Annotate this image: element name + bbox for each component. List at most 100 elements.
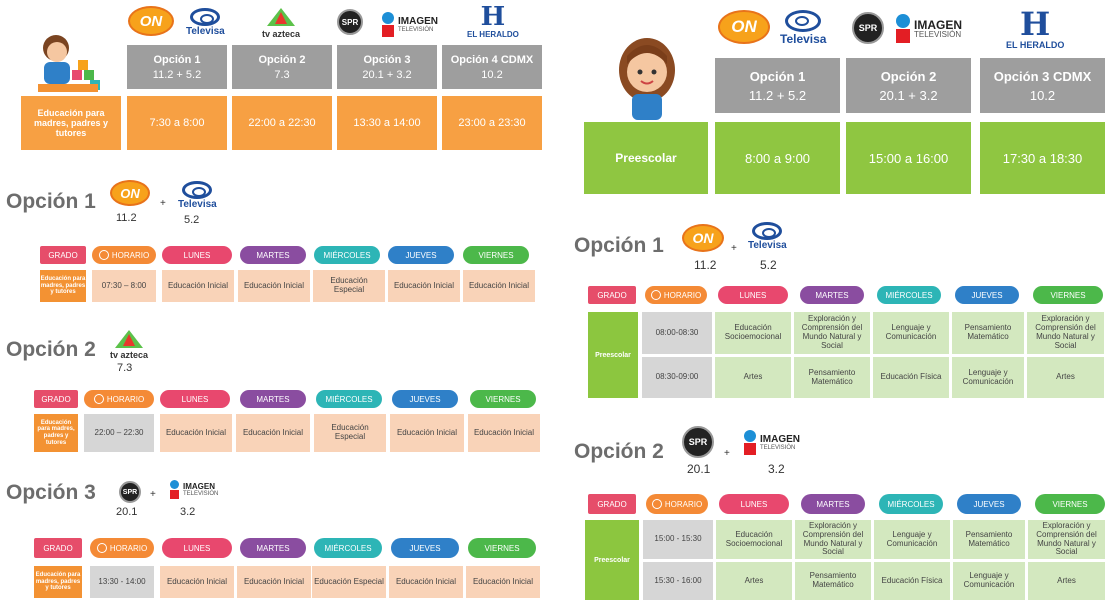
- plus-sign: +: [731, 243, 737, 254]
- schedule-cell: Educación Socioemocional: [715, 312, 791, 354]
- martes-header: MARTES: [800, 286, 864, 304]
- martes-header: MARTES: [240, 538, 306, 558]
- channel-number: 5.2: [184, 214, 200, 226]
- horario-cell: 15:00 - 15:30: [643, 520, 713, 559]
- top-option-1-time: 7:30 a 8:00: [127, 96, 227, 150]
- spr-logo: SPR: [682, 426, 714, 458]
- once-ninos-logo: ON: [718, 10, 770, 44]
- spr-logo: SPR: [852, 12, 884, 44]
- schedule-cell: Educación Especial: [313, 270, 385, 302]
- lunes-header: LUNES: [162, 246, 232, 264]
- miercoles-header: MIÉRCOLES: [316, 390, 382, 408]
- miercoles-header: MIÉRCOLES: [877, 286, 941, 304]
- channel-number: 3.2: [768, 462, 785, 476]
- channel-number: 3.2: [180, 506, 196, 518]
- schedule-cell: Educación Inicial: [160, 414, 232, 452]
- channel-number: 7.3: [117, 362, 133, 374]
- schedule-cell: Educación Especial: [312, 566, 386, 598]
- schedule-cell: Pensamiento Matemático: [795, 562, 871, 600]
- miercoles-header: MIÉRCOLES: [314, 538, 382, 558]
- azteca-icon: [115, 330, 144, 348]
- televisa-logo: Televisa: [178, 181, 217, 210]
- grado-header: GRADO: [40, 246, 86, 264]
- televisa-icon: [785, 10, 822, 32]
- schedule-cell: Educación Inicial: [468, 414, 540, 452]
- horario-header: HORARIO: [90, 538, 154, 558]
- miercoles-header: MIÉRCOLES: [879, 494, 943, 514]
- channel-number: 5.2: [760, 258, 777, 272]
- schedule-cell: Exploración y Comprensión del Mundo Natu…: [1028, 520, 1105, 559]
- schedule-cell: Educación Inicial: [388, 270, 460, 302]
- schedule-cell: Educación Inicial: [238, 270, 310, 302]
- schedule-cell: Artes: [1027, 357, 1104, 398]
- schedule-cell: Lenguaje y Comunicación: [953, 562, 1025, 600]
- horario-header: HORARIO: [84, 390, 154, 408]
- tv-azteca-logo: tv azteca: [262, 8, 300, 39]
- lunes-header: LUNES: [718, 286, 788, 304]
- top-option-2-time: 15:00 a 16:00: [846, 122, 971, 194]
- schedule-cell: Pensamiento Matemático: [953, 520, 1025, 559]
- top-option-2-time: 22:00 a 22:30: [232, 96, 332, 150]
- horario-cell: 15:30 - 16:00: [643, 562, 713, 600]
- schedule-cell: Exploración y Comprensión del Mundo Natu…: [794, 312, 870, 354]
- schedule-cell: Educación Inicial: [237, 566, 311, 598]
- clock-icon: [98, 250, 109, 260]
- schedule-cell: Educación Inicial: [160, 566, 234, 598]
- azteca-icon: [267, 8, 296, 26]
- grado-header: GRADO: [588, 286, 636, 304]
- schedule-cell: Exploración y Comprensión del Mundo Natu…: [795, 520, 871, 559]
- horario-cell: 22:00 – 22:30: [84, 414, 154, 452]
- schedule-cell: Lenguaje y Comunicación: [952, 357, 1024, 398]
- televisa-icon: [190, 8, 221, 26]
- top-option-3-time: 13:30 a 14:00: [337, 96, 437, 150]
- schedule-cell: Lenguaje y Comunicación: [874, 520, 950, 559]
- plus-sign: +: [724, 448, 730, 459]
- channel-number: 11.2: [116, 212, 137, 224]
- schedule-cell: Educación Socioemocional: [716, 520, 792, 559]
- martes-header: MARTES: [240, 246, 306, 264]
- viernes-header: VIERNES: [470, 390, 536, 408]
- top-option-3-time: 17:30 a 18:30: [980, 122, 1105, 194]
- schedule-cell: Educación Inicial: [389, 566, 463, 598]
- schedule-cell: Artes: [716, 562, 792, 600]
- tv-azteca-logo: tv azteca: [110, 330, 148, 360]
- grado-cell: Educación para madres, padres y tutores: [34, 414, 78, 452]
- left-section-3-title: Opción 3: [6, 481, 96, 504]
- schedule-cell: Educación Física: [873, 357, 949, 398]
- horario-cell: 07:30 – 8:00: [92, 270, 156, 302]
- martes-header: MARTES: [240, 390, 306, 408]
- schedule-cell: Educación Inicial: [236, 414, 310, 452]
- plus-sign: +: [160, 198, 166, 209]
- top-grade-label: Preescolar: [584, 122, 708, 194]
- jueves-header: JUEVES: [955, 286, 1019, 304]
- child-blocks-illustration: [30, 30, 110, 100]
- viernes-header: VIERNES: [1033, 286, 1103, 304]
- channel-number: 11.2: [694, 258, 717, 272]
- schedule-cell: Lenguaje y Comunicación: [873, 312, 949, 354]
- televisa-icon: [752, 222, 783, 240]
- right-section-1-title: Opción 1: [574, 234, 664, 257]
- clock-icon: [93, 394, 104, 404]
- clock-icon: [650, 290, 661, 300]
- channel-number: 20.1: [687, 462, 711, 476]
- lunes-header: LUNES: [160, 390, 230, 408]
- left-section-2-title: Opción 2: [6, 338, 96, 361]
- spr-logo: SPR: [119, 481, 141, 503]
- once-ninos-logo: ON: [110, 180, 150, 206]
- channel-number: 20.1: [116, 506, 138, 518]
- televisa-logo: Televisa: [186, 8, 225, 37]
- grado-header: GRADO: [34, 538, 82, 558]
- grado-cell: Educación para madres, padres y tutores: [34, 566, 82, 598]
- horario-cell: 08:00-08:30: [642, 312, 712, 354]
- viernes-header: VIERNES: [463, 246, 529, 264]
